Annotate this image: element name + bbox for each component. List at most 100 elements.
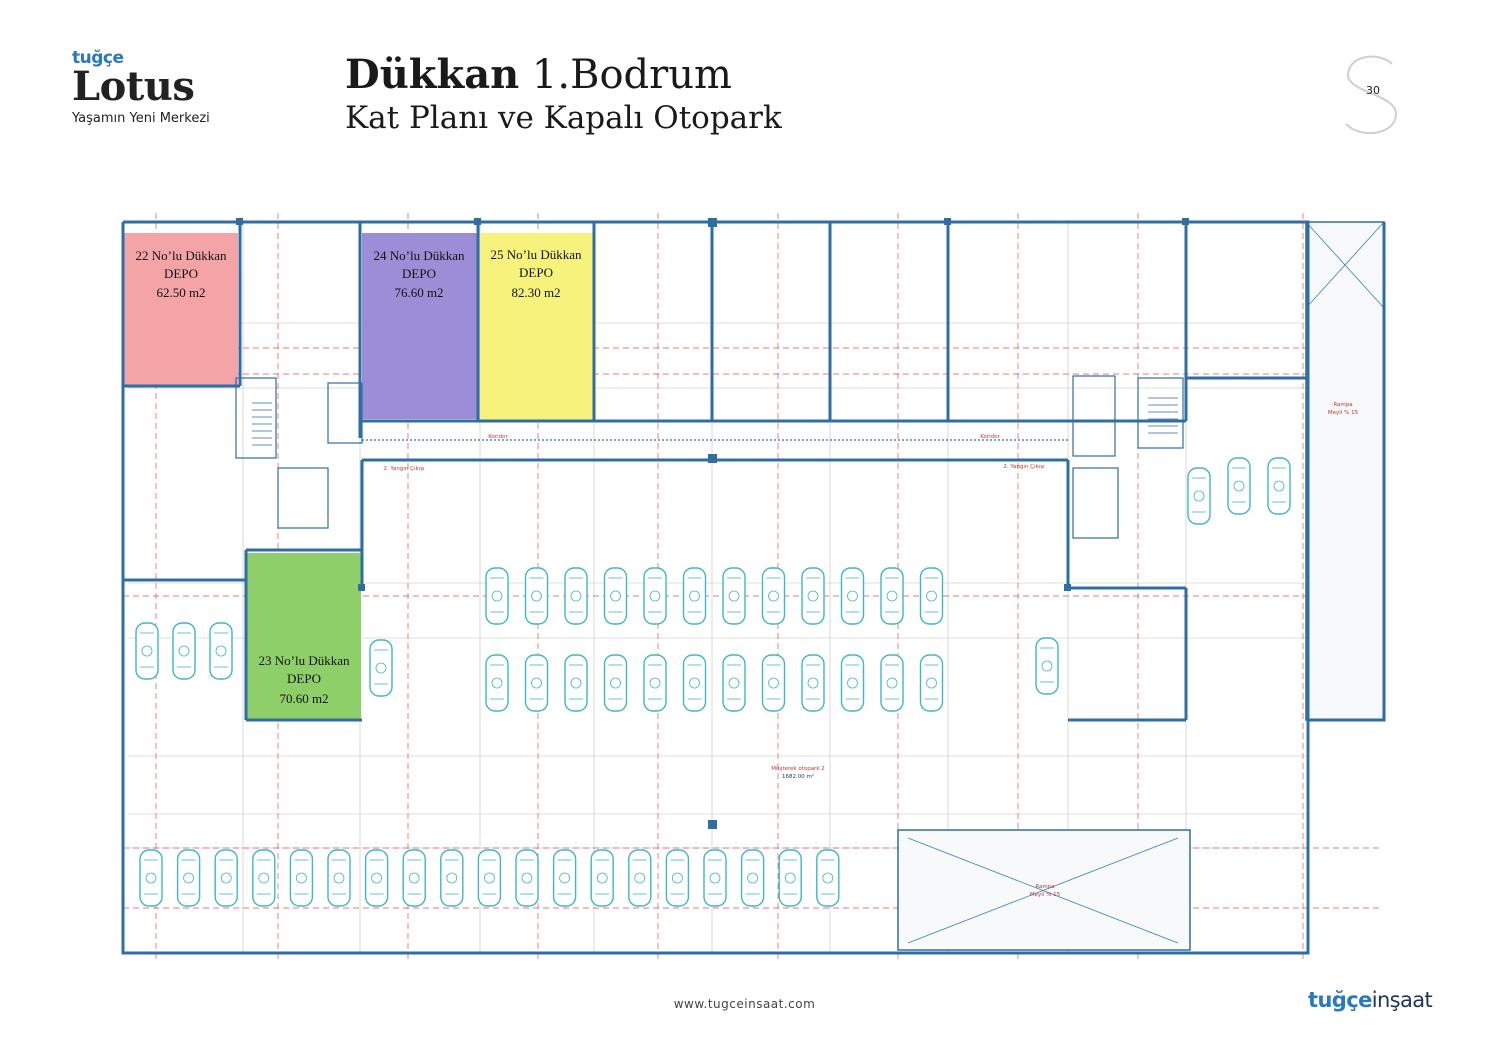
parking-area: 1682.00 m² bbox=[782, 773, 814, 780]
car-icon bbox=[524, 654, 549, 712]
car-icon bbox=[740, 849, 765, 907]
stairs-left bbox=[252, 402, 272, 446]
ramp-right-slope: Meyil % 15 bbox=[1328, 410, 1359, 416]
car-icon bbox=[643, 654, 667, 712]
car-icon bbox=[919, 654, 944, 712]
car-icon bbox=[840, 567, 865, 625]
car-icon bbox=[880, 567, 904, 625]
car-icon bbox=[722, 654, 746, 712]
car-icon bbox=[139, 849, 163, 907]
shop-22-area: 62.50 m2 bbox=[156, 285, 205, 300]
shop-25-room bbox=[480, 233, 593, 421]
car-icon bbox=[289, 849, 314, 907]
car-icon bbox=[603, 567, 628, 625]
car-icon bbox=[564, 567, 588, 625]
car-icon bbox=[369, 639, 393, 697]
shop-24-type: DEPO bbox=[402, 266, 436, 281]
shop-24-area: 76.60 m2 bbox=[394, 285, 443, 300]
corridor-right-label: Koridor bbox=[980, 434, 1000, 440]
shop-25-label: 25 No’lu Dükkan DEPO 82.30 m2 bbox=[491, 247, 582, 300]
fire-exit-left: 2. Yangın Çıkışı bbox=[383, 466, 425, 472]
shop-25-name: 25 No’lu Dükkan bbox=[491, 247, 582, 262]
car-icon bbox=[135, 622, 159, 680]
car-icon bbox=[552, 849, 577, 907]
car-icon bbox=[172, 622, 196, 680]
car-icon bbox=[778, 849, 802, 907]
car-icon bbox=[603, 654, 628, 712]
shop-22-label: 22 No’lu Dükkan DEPO 62.50 m2 bbox=[136, 248, 227, 300]
shop-23-type: DEPO bbox=[287, 671, 321, 686]
car-icon bbox=[919, 567, 944, 625]
page-number: 30 bbox=[1366, 84, 1380, 97]
car-icon bbox=[590, 849, 614, 907]
car-icon bbox=[1227, 457, 1251, 515]
footer-url[interactable]: www.tugceinsaat.com bbox=[673, 997, 816, 1011]
brand-project-name: Lotus bbox=[72, 63, 195, 110]
shop-24-name: 24 No’lu Dükkan bbox=[374, 248, 465, 263]
plan-columns bbox=[236, 218, 1189, 829]
car-icon bbox=[722, 567, 746, 625]
car-icon bbox=[214, 849, 238, 907]
shop-25-area: 82.30 m2 bbox=[511, 285, 560, 300]
plan-walls bbox=[121, 220, 1386, 955]
car-icon bbox=[682, 567, 707, 625]
floor-plan: 22 No’lu Dükkan DEPO 62.50 m2 24 No’lu D… bbox=[118, 208, 1390, 966]
car-icon bbox=[364, 849, 389, 907]
shop-25-type: DEPO bbox=[519, 265, 553, 280]
title-bold: Dükkan bbox=[345, 51, 520, 98]
stairs-right bbox=[1148, 397, 1178, 434]
title-subtitle: Kat Planı ve Kapalı Otopark bbox=[345, 100, 782, 136]
shop-23-area: 70.60 m2 bbox=[279, 691, 328, 706]
parking-label: Müşterek otopark 2 bbox=[771, 766, 825, 772]
car-icon bbox=[515, 849, 539, 907]
ramp-bottom-label: Rampa bbox=[1035, 884, 1054, 890]
title-rest: 1.Bodrum bbox=[519, 52, 732, 98]
ramp-bottom-slope: Meyil % 15 bbox=[1030, 892, 1061, 898]
car-icon bbox=[252, 849, 276, 907]
car-icon bbox=[880, 654, 904, 712]
shop-24-room bbox=[362, 233, 477, 419]
page-decor-s-icon bbox=[1345, 55, 1398, 134]
car-icon bbox=[176, 849, 201, 907]
brand-logo: tuğçe Lotus Yaşamın Yeni Merkezi bbox=[72, 48, 210, 127]
shop-24-label: 24 No’lu Dükkan DEPO 76.60 m2 bbox=[374, 248, 465, 300]
car-icon bbox=[1035, 637, 1059, 695]
footer-brand-logo: tuğçeinşaat bbox=[1308, 988, 1433, 1012]
car-icon bbox=[485, 654, 509, 712]
footer-brand-b: inşaat bbox=[1371, 988, 1433, 1012]
car-icon bbox=[209, 622, 233, 680]
page-title: Dükkan 1.Bodrum Kat Planı ve Kapalı Otop… bbox=[345, 52, 782, 138]
car-icon bbox=[682, 654, 707, 712]
car-icon bbox=[665, 849, 690, 907]
car-icon bbox=[643, 567, 667, 625]
ramp-right bbox=[1305, 221, 1385, 721]
car-icon bbox=[628, 849, 652, 907]
car-icon bbox=[801, 567, 825, 625]
ramp-bottom bbox=[897, 829, 1191, 951]
car-icon bbox=[477, 849, 502, 907]
shop-23-room bbox=[246, 553, 361, 720]
brand-company: tuğçe bbox=[72, 48, 124, 68]
car-icon bbox=[761, 654, 786, 712]
shop-22-type: DEPO bbox=[164, 266, 198, 281]
shop-22-name: 22 No’lu Dükkan bbox=[136, 248, 227, 263]
shop-22-room bbox=[123, 233, 238, 386]
fire-exit-right: 2. Yangın Çıkışı bbox=[1003, 464, 1045, 470]
corridor-left-label: Koridor bbox=[488, 434, 508, 440]
car-icon bbox=[564, 654, 588, 712]
parking-spaces bbox=[135, 457, 1291, 907]
car-icon bbox=[485, 567, 509, 625]
car-icon bbox=[801, 654, 825, 712]
car-icon bbox=[1267, 457, 1291, 515]
footer-brand-a: tuğçe bbox=[1308, 988, 1372, 1012]
car-icon bbox=[816, 849, 840, 907]
car-icon bbox=[703, 849, 727, 907]
plan-thin-walls bbox=[235, 375, 1184, 539]
car-icon bbox=[440, 849, 464, 907]
car-icon bbox=[327, 849, 351, 907]
ramp-right-label: Rampa bbox=[1333, 402, 1352, 408]
shop-23-label: 23 No’lu Dükkan DEPO 70.60 m2 bbox=[259, 653, 350, 706]
brand-slogan: Yaşamın Yeni Merkezi bbox=[72, 111, 210, 126]
shop-23-name: 23 No’lu Dükkan bbox=[259, 653, 350, 668]
car-icon bbox=[761, 567, 786, 625]
